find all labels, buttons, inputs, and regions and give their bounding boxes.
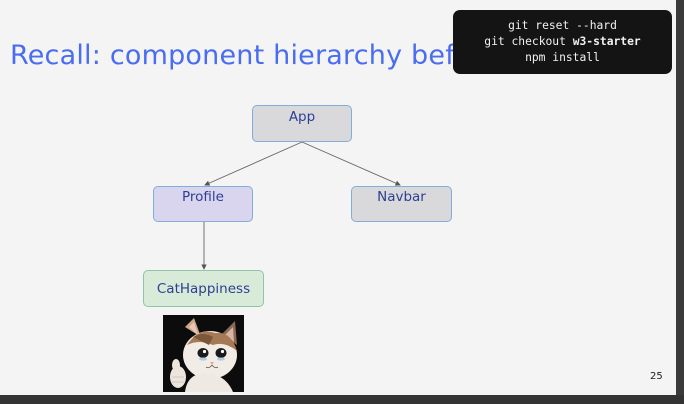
node-profile-label: Profile	[182, 189, 224, 205]
code-line-2: git checkout w3-starter	[484, 35, 641, 48]
code-line-3: npm install	[525, 51, 600, 64]
window-right-edge	[676, 0, 684, 404]
page-number: 25	[650, 371, 663, 382]
slide-title: Recall: component hierarchy before	[10, 40, 500, 71]
hierarchy-edges	[201, 141, 401, 270]
node-profile: Profile	[153, 186, 253, 222]
edge-app-profile	[204, 141, 303, 186]
code-line-1: git reset --hard	[508, 19, 617, 32]
node-cathappiness: CatHappiness	[143, 270, 264, 307]
node-navbar-label: Navbar	[377, 189, 426, 205]
code-line-2-branch: w3-starter	[572, 35, 641, 48]
node-navbar: Navbar	[351, 186, 452, 222]
node-app: App	[252, 105, 352, 142]
crying-cat-thumbs-up-image	[163, 315, 244, 392]
node-cathappiness-label: CatHappiness	[156, 281, 251, 297]
slide: Recall: component hierarchy before git r…	[0, 0, 676, 395]
code-snippet-box: git reset --hard git checkout w3-starter…	[453, 10, 672, 74]
window-bottom-edge	[0, 395, 684, 404]
node-app-label: App	[288, 109, 316, 125]
edge-app-navbar	[301, 141, 401, 186]
